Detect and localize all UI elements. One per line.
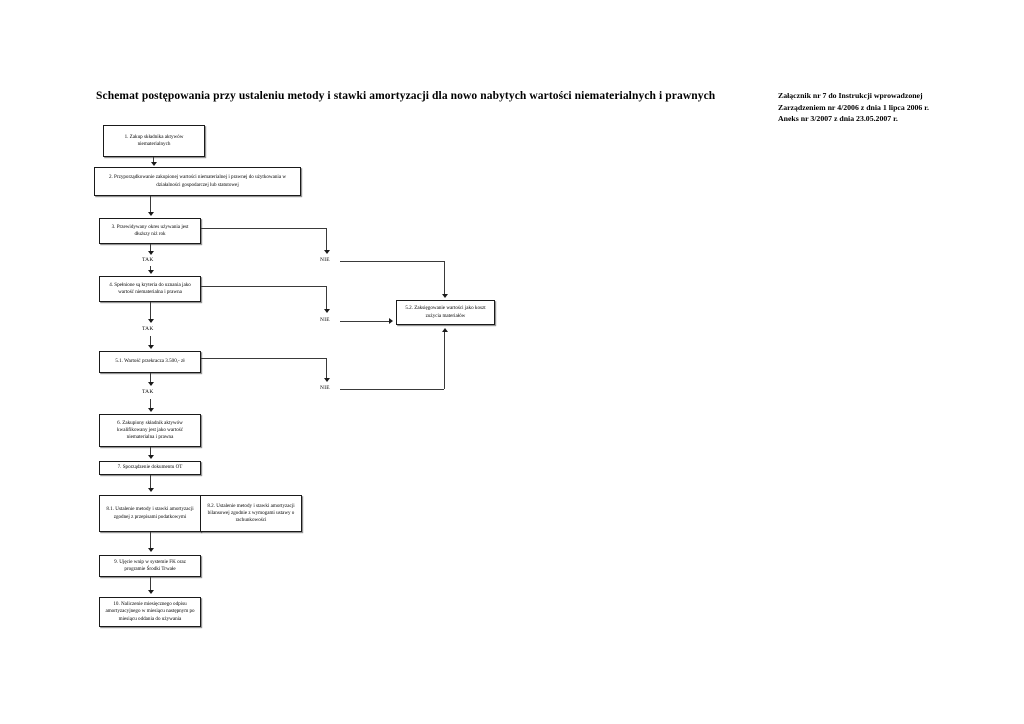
edge-n6-n7-arrowhead xyxy=(147,455,154,459)
edge-n51-nie-seg2 xyxy=(326,358,327,380)
edge-n4-nie-arrowhead-2 xyxy=(389,318,393,324)
edge-n3-nie-seg4 xyxy=(444,261,445,295)
branch-label-nie-3: NIE xyxy=(320,257,330,263)
edge-n51-nie-seg1 xyxy=(201,358,326,359)
edge-n4-nie-seg2 xyxy=(326,286,327,311)
edge-n3-nie-arrowhead-2 xyxy=(441,294,448,298)
edge-n3-tak-seg2 xyxy=(150,266,151,272)
flow-node-10[interactable]: 10. Naliczenie miesięcznego odpisu amort… xyxy=(99,597,201,627)
edge-n1-n2-arrowhead xyxy=(150,162,157,166)
flow-node-7[interactable]: 7. Sporządzenie dokumentu OT xyxy=(99,461,201,475)
flow-node-8-2-label: 8.2. Ustalenie metody i stawki amortyzac… xyxy=(207,502,295,524)
flow-node-3[interactable]: 3. Przewidywany okres używania jest dłuż… xyxy=(99,218,201,244)
edge-n2-n3-arrowhead xyxy=(147,212,154,216)
header-note-line-1: Załącznik nr 7 do Instrukcji wprowadzone… xyxy=(778,91,923,100)
flow-node-8-1-label: 8.1. Ustalenie metody i stawki amortyzac… xyxy=(106,506,194,520)
flow-node-5-2-label: 5.2. Zaksięgowanie wartości jako koszt z… xyxy=(405,305,486,319)
branch-label-nie-51: NIE xyxy=(320,385,330,391)
flow-node-2-label: 2. Przyporządkowanie zakupionej wartości… xyxy=(108,174,287,188)
flow-node-6[interactable]: 6. Zakupiony składnik aktywów kwalifikow… xyxy=(99,414,201,447)
flow-node-5-1-label: 5.1. Wartość przekracza 3.500,- zł xyxy=(115,358,185,365)
branch-label-nie-4: NIE xyxy=(320,317,330,323)
header-note-line-2: Zarządzeniem nr 4/2006 z dnia 1 lipca 20… xyxy=(778,102,929,112)
edge-n4-nie-seg3 xyxy=(340,321,390,322)
edge-n3-tak-arrowhead-1 xyxy=(147,251,154,255)
edge-n4-tak-seg1 xyxy=(150,302,151,322)
edge-n1-n2 xyxy=(153,157,154,164)
header-note-line-3: Aneks nr 3/2007 z dnia 23.05.2007 r. xyxy=(778,114,898,123)
edge-n3-tak-seg1 xyxy=(150,244,151,253)
flow-node-9[interactable]: 9. Ujęcie wnip w systemie FK oraz progra… xyxy=(99,555,201,577)
branch-label-tak-51: TAK xyxy=(142,389,154,395)
edge-n2-n3 xyxy=(150,196,151,213)
flow-node-3-label: 3. Przewidywany okres używania jest dłuż… xyxy=(111,223,189,237)
edge-n3-nie-seg3 xyxy=(340,261,444,262)
flow-node-2[interactable]: 2. Przyporządkowanie zakupionej wartości… xyxy=(94,167,301,196)
branch-label-tak-4: TAK xyxy=(142,326,154,332)
edge-n6-n7 xyxy=(150,447,151,456)
edge-n9-n10-arrowhead xyxy=(147,590,154,594)
flow-node-1[interactable]: 1. Zakup składnika aktywów niematerialny… xyxy=(103,125,205,157)
edge-n4-nie-arrowhead-1 xyxy=(323,309,330,313)
branch-label-tak-3: TAK xyxy=(142,257,154,263)
edge-n51-nie-seg4 xyxy=(444,332,445,389)
edge-n3-nie-seg1 xyxy=(201,228,326,229)
flow-node-4[interactable]: 4. Spełnione są kryteria do uznania jako… xyxy=(99,276,201,302)
edge-n4-tak-arrowhead-1 xyxy=(147,319,154,323)
flow-node-10-label: 10. Naliczenie miesięcznego odpisu amort… xyxy=(105,601,195,622)
edge-n9-n10 xyxy=(150,577,151,591)
edge-n51-nie-arrowhead-1 xyxy=(323,378,330,382)
edge-n51-nie-seg3 xyxy=(340,389,444,390)
edge-n81-n9 xyxy=(150,532,151,549)
edge-n7-n81 xyxy=(150,475,151,489)
flow-node-5-1[interactable]: 5.1. Wartość przekracza 3.500,- zł xyxy=(99,351,201,373)
flow-node-7-label: 7. Sporządzenie dokumentu OT xyxy=(117,464,183,471)
edge-n4-nie-seg1 xyxy=(201,286,326,287)
edge-n51-nie-arrowhead-2 xyxy=(441,328,448,332)
edge-n81-n9-arrowhead xyxy=(147,548,154,552)
edge-n51-tak-seg2 xyxy=(150,399,151,410)
edge-n51-tak-seg1 xyxy=(150,373,151,385)
edge-n3-nie-arrowhead-1 xyxy=(323,250,330,254)
flow-node-8-1[interactable]: 8.1. Ustalenie metody i stawki amortyzac… xyxy=(99,495,201,532)
edge-n51-tak-arrowhead-2 xyxy=(147,408,154,412)
flow-node-6-label: 6. Zakupiony składnik aktywów kwalifikow… xyxy=(116,419,184,441)
edge-n4-tak-arrowhead-2 xyxy=(147,345,154,349)
page-title: Schemat postępowania przy ustaleniu meto… xyxy=(96,90,716,102)
flow-node-1-label: 1. Zakup składnika aktywów niematerialny… xyxy=(124,133,184,147)
flow-node-9-label: 9. Ujęcie wnip w systemie FK oraz progra… xyxy=(114,558,186,572)
flow-node-4-label: 4. Spełnione są kryteria do uznania jako… xyxy=(109,281,191,295)
edge-n51-tak-arrowhead-1 xyxy=(147,382,154,386)
edge-n3-nie-seg2 xyxy=(326,228,327,252)
edge-n3-tak-arrowhead-2 xyxy=(147,270,154,274)
flow-node-8-2[interactable]: 8.2. Ustalenie metody i stawki amortyzac… xyxy=(200,495,302,532)
header-note: Załącznik nr 7 do Instrukcji wprowadzone… xyxy=(778,90,978,125)
edge-n7-n81-arrowhead xyxy=(147,488,154,492)
edge-n4-tak-seg2 xyxy=(150,336,151,347)
flow-node-5-2[interactable]: 5.2. Zaksięgowanie wartości jako koszt z… xyxy=(396,300,495,325)
